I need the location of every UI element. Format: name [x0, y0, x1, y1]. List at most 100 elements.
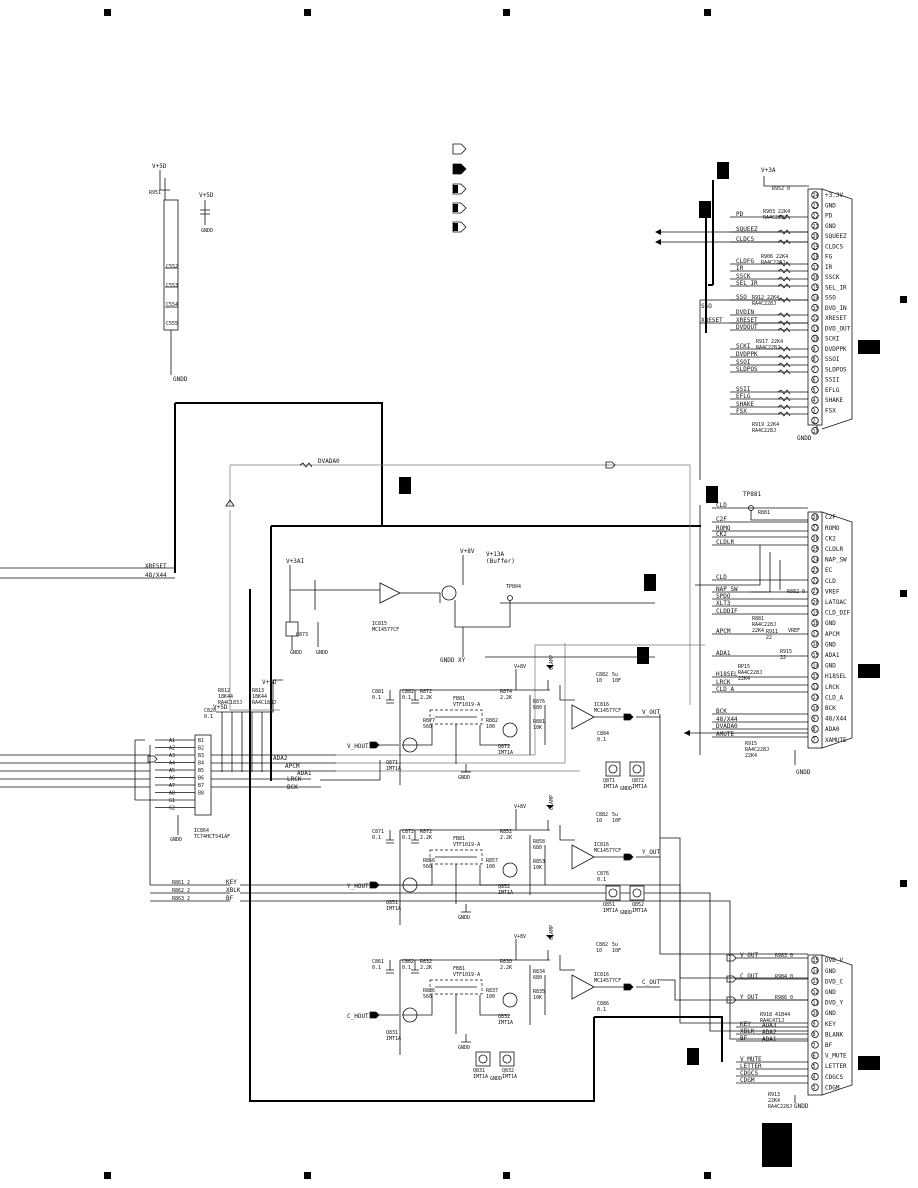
ic-pin-right: B5 — [198, 768, 204, 774]
pin-circle — [811, 1062, 819, 1070]
v3ai-label: V+3AI — [286, 558, 304, 565]
pin-name: SEL_IR — [825, 284, 847, 291]
ic815-label: IC815 — [372, 621, 387, 627]
pin-circle — [811, 1051, 819, 1060]
signal-label: EFLG — [736, 393, 751, 400]
pin-circle — [811, 406, 819, 414]
pin-circle — [811, 211, 819, 220]
signal-label: BF — [740, 1035, 748, 1042]
ic-label: IC816 — [594, 842, 609, 848]
pin-number: 8 — [813, 1032, 816, 1038]
res-label: 560 — [423, 864, 432, 870]
pin-name: V_MUTE — [825, 1053, 847, 1060]
transistor-label: Q871 — [603, 778, 615, 784]
res-label: 2.2K — [420, 965, 432, 971]
pin-number: 8 — [813, 727, 816, 733]
cap-label: 10 — [596, 818, 602, 824]
pin-number: 9 — [813, 1022, 816, 1028]
rp15-label: RP15 — [738, 664, 750, 670]
r911-label: 22 — [766, 635, 772, 641]
pin-name: BCK — [825, 705, 836, 712]
transistor-label: IMT1A — [473, 1074, 488, 1080]
pin-name: SHAKE — [825, 397, 843, 404]
filter-wires — [402, 724, 510, 764]
transistor-pairs: Q871IMT1AQ872IMT1AGNDDQ851IMT1AQ852IMT1A… — [473, 761, 647, 1082]
gndd-label-mid: GNDD — [796, 769, 811, 776]
ic864-label: IC864 — [194, 828, 209, 834]
ic-label: IC816 — [594, 702, 609, 708]
filter-wires — [402, 994, 510, 1034]
res-label: 2.2K — [420, 835, 432, 841]
gndd-label: GNDD — [458, 775, 470, 781]
cap-label: C872 — [402, 829, 414, 835]
resistor-symbol — [777, 396, 791, 402]
stage-input-label: V_HOUT — [347, 743, 369, 750]
pin-number: 7 — [813, 1043, 816, 1049]
gndd-ic864: GNDD — [170, 837, 182, 843]
pin-number: 14 — [813, 296, 819, 302]
pin-name: XRESET — [825, 315, 847, 322]
res-label: 680 — [533, 975, 542, 981]
resistor-label: RA4C228J — [752, 428, 776, 434]
gndd-label-1: GNDD — [201, 228, 213, 234]
pin-number: 22 — [813, 579, 819, 585]
pin-number: 12 — [813, 316, 819, 322]
transistor-label: Q831 — [473, 1068, 485, 1074]
v5d-label: V+5D — [152, 163, 167, 170]
pin-circle — [811, 222, 819, 230]
vref-label: VREF — [788, 628, 800, 634]
signal-label: IR — [736, 265, 744, 272]
res-label: R876 — [533, 699, 545, 705]
ic-pin-left: A6 — [169, 776, 175, 782]
transistor-symbol — [608, 888, 618, 898]
resistor-label: R906 22K4 — [761, 254, 788, 260]
signal-label: DVDIN — [736, 309, 754, 316]
bf-left: BF — [226, 895, 234, 902]
ic815-part: MC14577CF — [372, 627, 399, 633]
v5d-ic864-2: V+5D — [262, 679, 277, 686]
signal-label: DVADA0 — [716, 723, 738, 730]
pin-number: 15 — [813, 285, 819, 291]
gndd-label: GNDD — [620, 910, 632, 916]
gndd-label: GNDD — [458, 915, 470, 921]
pin-circle — [811, 704, 819, 712]
pin-number: 14 — [813, 969, 819, 975]
pin-name: VREF — [825, 588, 840, 595]
pin-name: CLD — [825, 578, 836, 585]
pin-name: SCKI — [825, 336, 840, 343]
res-label: R857 — [486, 858, 498, 864]
input-arrow — [369, 741, 380, 749]
pin-circle — [811, 555, 819, 564]
signal-label: DVDPPK — [736, 351, 758, 358]
pin-name: H18SEL — [825, 673, 847, 680]
pin-number: 22 — [813, 214, 819, 220]
signal-label: H18SEL — [716, 671, 738, 678]
r813-label: RA4C183J — [252, 700, 276, 706]
lrck-label: LRCK — [287, 776, 302, 783]
pin-circle — [811, 375, 819, 384]
output-arrow — [623, 713, 634, 721]
ic-label: IC816 — [594, 972, 609, 978]
transistor-symbol — [502, 862, 518, 878]
ic-pin-right: B8 — [198, 791, 204, 797]
resistor-symbol — [777, 354, 791, 360]
pin-name: +3.3V — [825, 192, 843, 199]
cap-label: 0.1 — [402, 835, 411, 841]
v8v-label: V+8V — [514, 934, 526, 940]
capacitor-symbol — [386, 830, 419, 844]
pin-name: FSX — [825, 407, 836, 414]
output-arrow — [623, 983, 634, 991]
pin-number: 27 — [813, 526, 819, 532]
pin-circle — [811, 587, 819, 595]
ic-pin-right: B2 — [198, 746, 204, 752]
transistor-label: IMT1A — [498, 1020, 513, 1026]
pin-name: GND — [825, 641, 836, 648]
r913-label: R913 — [768, 1092, 780, 1098]
transistor-label: Q852 — [632, 902, 644, 908]
signal-label: KEY — [740, 1021, 751, 1028]
pin-circle — [811, 725, 819, 733]
cap-label: C882 — [596, 812, 608, 818]
pin-number: 5 — [813, 388, 816, 394]
c554-label: C554 — [166, 302, 178, 308]
ic-pin-left: A3 — [169, 753, 175, 759]
